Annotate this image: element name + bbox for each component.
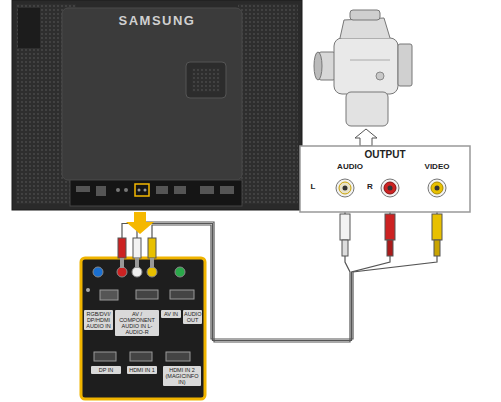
- port-label: HDMI IN 1: [127, 366, 157, 374]
- port-label: AUDIO OUT: [183, 310, 202, 324]
- connector-panel: [81, 258, 205, 399]
- channel-label: R: [364, 183, 376, 192]
- brand-logo: SAMSUNG: [70, 14, 244, 28]
- zoom-arrow: [126, 212, 154, 234]
- port-label: HDMI IN 2 (MAGICINFO IN): [163, 366, 201, 386]
- panel-title: OUTPUT: [340, 149, 430, 160]
- panel-plugs: [118, 238, 156, 268]
- output-plugs: [340, 214, 442, 256]
- port-label: DP IN: [91, 366, 121, 374]
- output-arrow: [355, 129, 377, 146]
- connector-panel: RGB/DVI/ DP/HDMI AUDIO INAV / COMPONENT …: [81, 258, 205, 399]
- output-panel: [300, 146, 470, 212]
- port-label: AV IN: [161, 310, 181, 318]
- port-label: AV / COMPONENT AUDIO IN L-AUDIO-R: [115, 310, 159, 336]
- channel-label: L: [308, 183, 318, 192]
- group-label: VIDEO: [412, 163, 462, 172]
- monitor-rear: SAMSUNG: [12, 0, 302, 210]
- output-panel: OUTPUT AUDIO VIDEO L R: [300, 146, 470, 212]
- group-label: AUDIO: [320, 163, 380, 172]
- port-label: RGB/DVI/ DP/HDMI AUDIO IN: [84, 310, 113, 330]
- monitor-rear: [12, 0, 302, 210]
- camcorder: [314, 10, 412, 126]
